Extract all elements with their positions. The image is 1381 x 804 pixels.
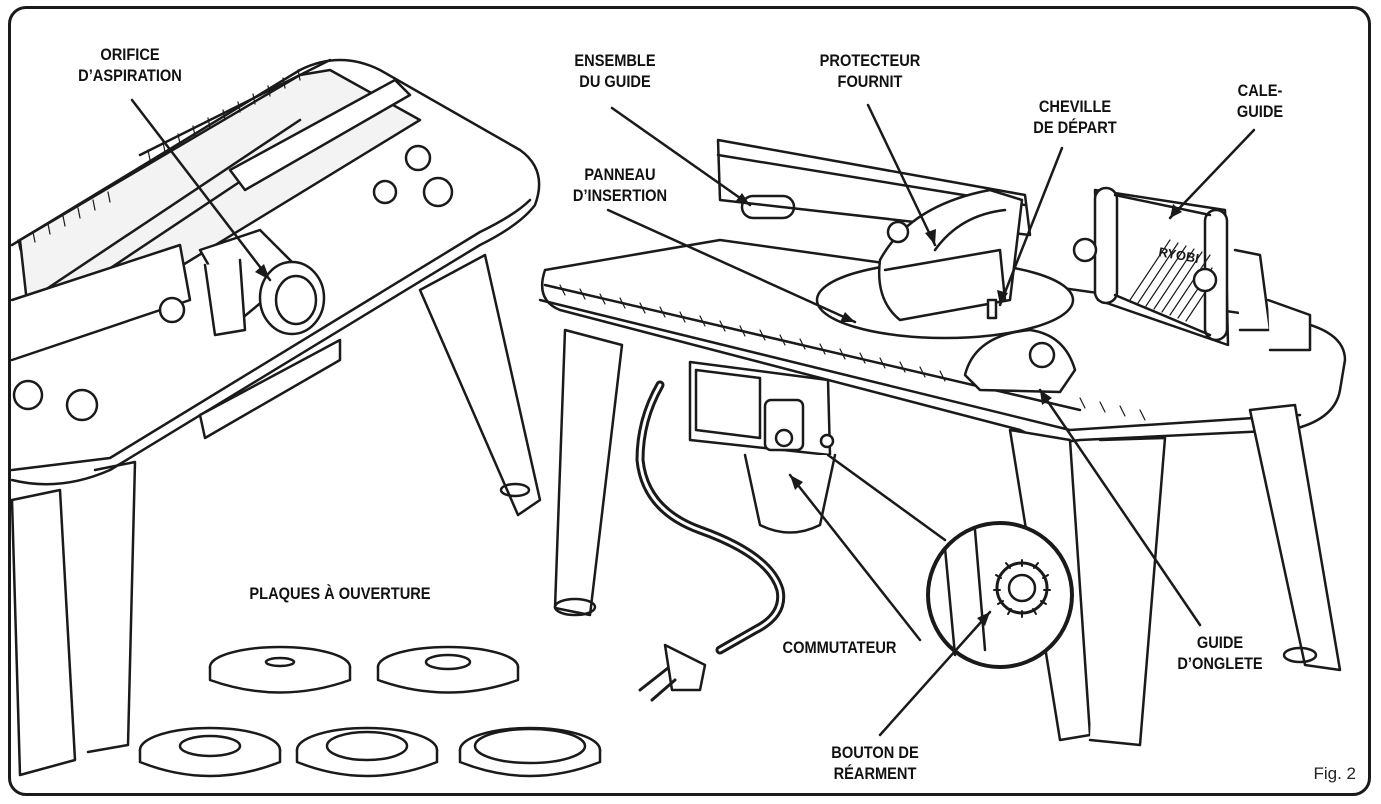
front-table-view (538, 138, 1347, 747)
label-cale-guide: CALE-GUIDE (1236, 81, 1284, 121)
leader-lines (130, 98, 1256, 737)
rear-table-view (10, 58, 542, 777)
brand-logo: RYOBI (1157, 244, 1200, 266)
aperture-plates (138, 645, 602, 778)
label-commutateur: COMMUTATEUR (782, 638, 897, 657)
figure-number: Fig. 2 (1313, 764, 1356, 783)
figure-frame (8, 6, 1371, 796)
label-plaques-ouverture: PLAQUES À OUVERTURE (249, 584, 431, 603)
